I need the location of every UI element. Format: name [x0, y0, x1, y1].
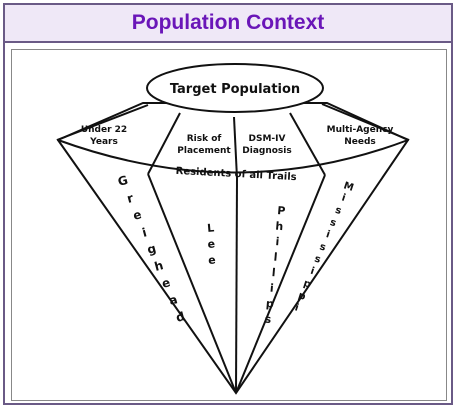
facet-under22-line2: Years [89, 137, 118, 147]
crown-edge-left [56, 104, 149, 141]
girdle-curve [57, 139, 409, 174]
pavilion-line-3 [235, 174, 326, 394]
diagram-area [11, 49, 447, 401]
facet-risk-line1: Risk of [187, 134, 222, 144]
target-population-label: Target Population [170, 82, 300, 97]
facet-under22-line1: Under 22 [81, 125, 127, 135]
pavilion-line-1 [147, 173, 237, 394]
facet-multi-line2: Needs [344, 137, 376, 147]
facet-dsm-line1: DSM-IV [249, 134, 286, 144]
crown-edge-1 [147, 112, 181, 175]
crown-edge-right [321, 103, 410, 141]
facet-risk-line2: Placement [177, 146, 231, 156]
page-title: Population Context [131, 11, 325, 34]
diamond-outline [56, 102, 410, 395]
title-bar: Population Context [5, 5, 451, 43]
facet-dsm-line2: Diagnosis [242, 146, 291, 156]
table-ellipse [146, 63, 324, 113]
facet-multi-line1: Multi-Agency [327, 125, 394, 135]
pavilion-line-2 [235, 177, 238, 394]
crown-edge-2 [233, 116, 238, 179]
